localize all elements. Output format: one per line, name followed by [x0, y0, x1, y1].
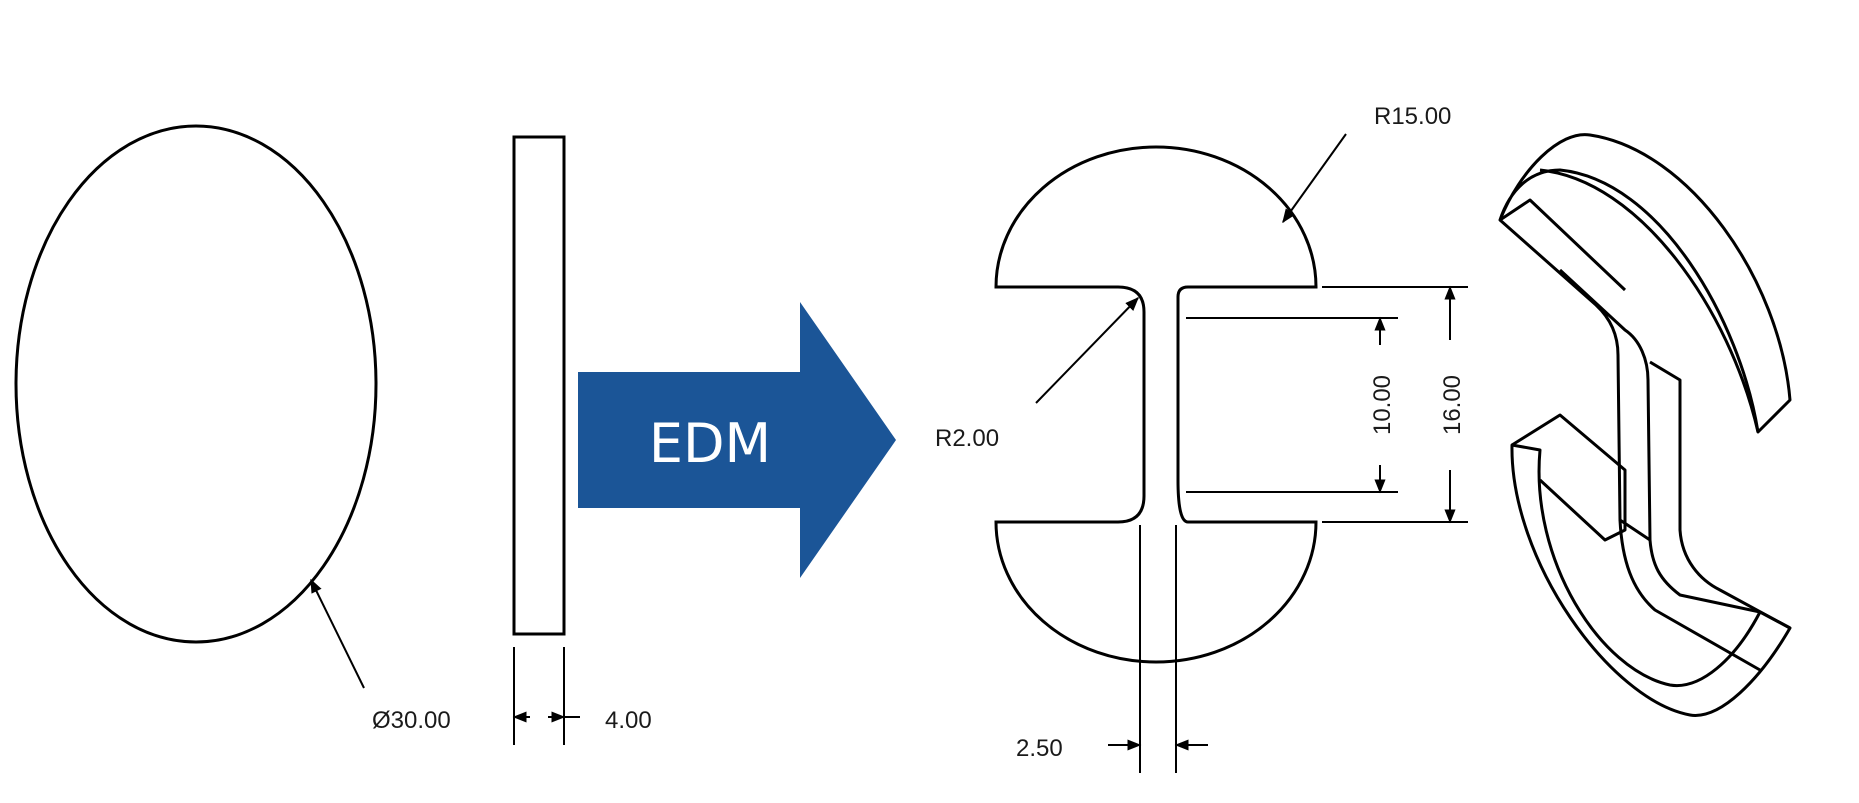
diameter-label: Ø30.00 — [372, 707, 451, 734]
outer-height-label: 16.00 — [1439, 375, 1466, 435]
outer-radius-label: R15.00 — [1374, 103, 1451, 130]
machined-part-isometric-view — [1498, 133, 1792, 717]
iso-upper-arc-inner-edge — [1539, 168, 1760, 433]
blank-disc-front-view: Ø30.00 — [14, 124, 451, 734]
slot-width-label: 2.50 — [1016, 735, 1063, 762]
iso-upper-arc-outer — [1498, 133, 1792, 434]
diameter-leader-line — [310, 578, 365, 689]
thickness-label: 4.00 — [605, 707, 652, 734]
part-upper-lobe — [994, 145, 1318, 664]
iso-center-web — [1618, 519, 1761, 672]
edm-arrow-shape — [578, 302, 896, 578]
outer-radius-leader-line — [1282, 133, 1347, 224]
inner-height-label: 10.00 — [1369, 375, 1396, 435]
edm-process-arrow: EDM — [578, 302, 896, 578]
disc-side-outline — [512, 135, 566, 636]
iso-upper-arm-top — [1499, 198, 1627, 292]
disc-outline — [14, 124, 378, 644]
edm-label: EDM — [649, 412, 771, 475]
machined-part-front-view: R15.00 R2.00 2.50 10.00 16.00 — [935, 103, 1468, 773]
iso-lower-arc-outer — [1510, 443, 1792, 717]
iso-upper-arm — [1499, 218, 1652, 542]
fillet-radius-leader-line — [1035, 296, 1139, 404]
blank-disc-side-view: 4.00 — [512, 135, 652, 745]
iso-center-post — [1649, 360, 1791, 630]
fillet-radius-label: R2.00 — [935, 425, 999, 452]
iso-lower-arm — [1511, 413, 1627, 542]
